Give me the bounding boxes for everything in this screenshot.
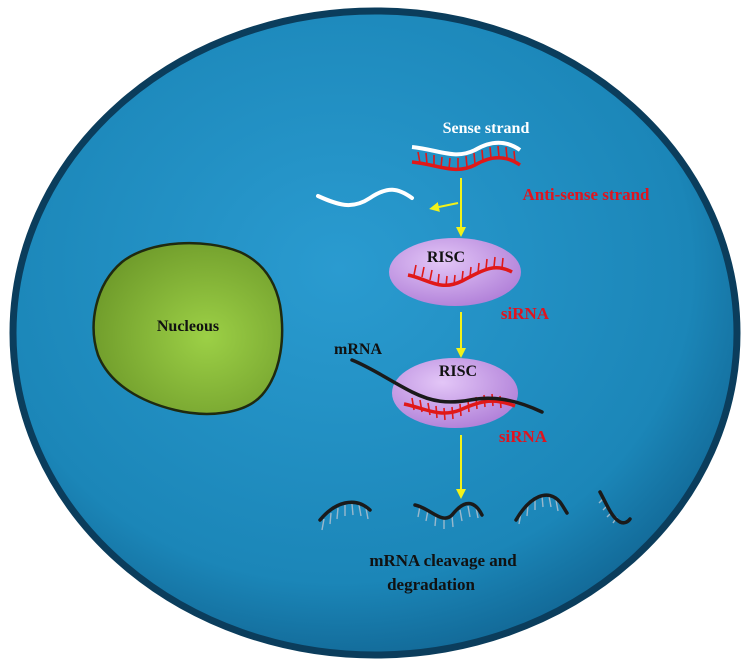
cell-body — [9, 7, 741, 659]
mrna-fragment-1 — [318, 500, 372, 531]
mrna-fragment-2 — [413, 501, 484, 529]
sirna-duplex — [411, 140, 522, 172]
nucleus-shape — [92, 241, 284, 416]
risc-label-1: RISC — [427, 249, 465, 266]
antisense-strand-line — [411, 156, 522, 172]
mrna-strand — [350, 358, 544, 414]
cleavage-label-line-1: mRNA cleavage and — [369, 551, 517, 570]
sense-strand-line — [411, 140, 522, 157]
mrna-fragment-4 — [598, 490, 632, 525]
risc-complex-1 — [389, 238, 521, 306]
mrna-fragment-3 — [514, 493, 569, 525]
cleavage-label-line-2: degradation — [387, 575, 475, 594]
risc-2-antisense — [403, 393, 516, 421]
duplex-ticks — [417, 145, 516, 170]
antisense-strand-label: Anti-sense strand — [522, 185, 650, 204]
sirna-label-1: siRNA — [501, 304, 550, 323]
risc-label-2: RISC — [439, 363, 477, 380]
arrow-sense-release — [429, 202, 459, 212]
nucleus-label: Nucleous — [157, 318, 219, 335]
sense-strand-label: Sense strand — [443, 120, 530, 137]
sirna-label-2: siRNA — [499, 427, 548, 446]
risc-1-antisense — [407, 256, 513, 288]
mrna-label: mRNA — [334, 341, 382, 358]
mrna-fragments — [318, 490, 632, 531]
released-sense-strand — [316, 187, 414, 208]
